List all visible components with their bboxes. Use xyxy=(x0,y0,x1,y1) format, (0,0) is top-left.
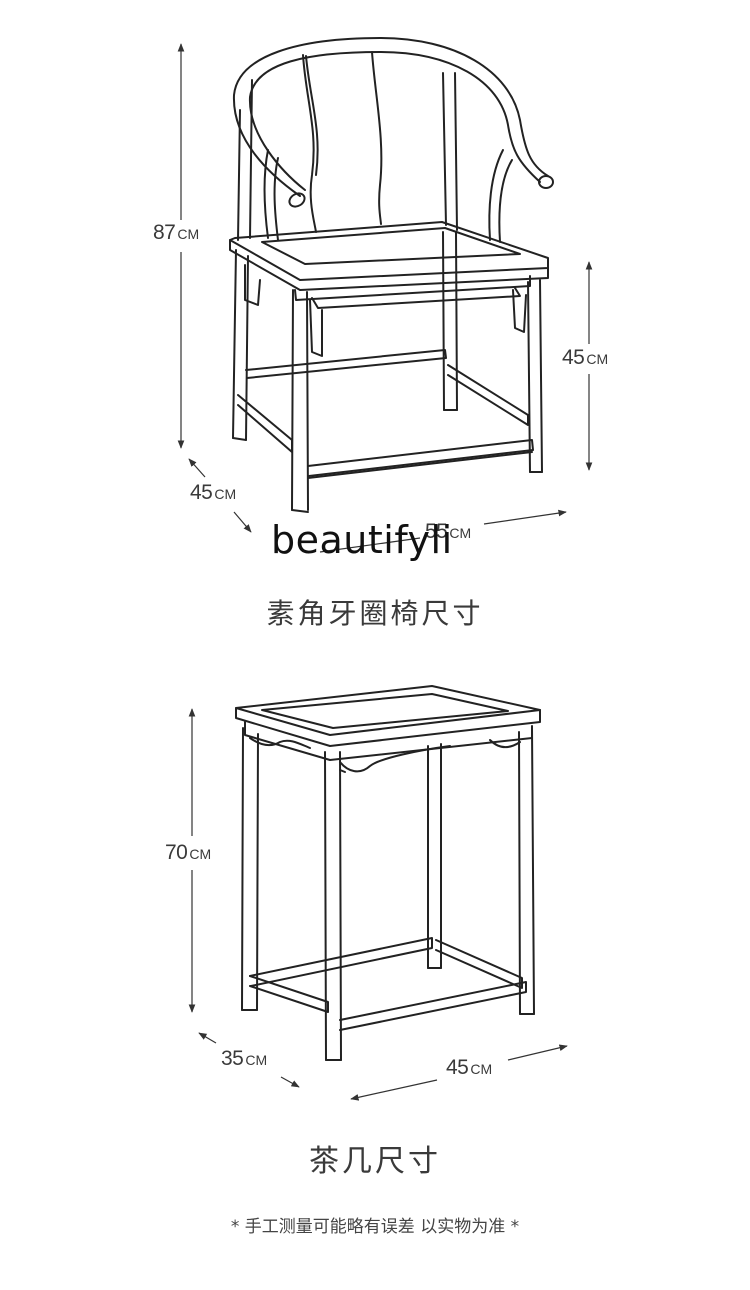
table-height-value: 70 xyxy=(165,841,188,864)
table-depth-value: 35 xyxy=(221,1047,244,1070)
table-dimension-arrows xyxy=(188,708,568,1101)
armchair-drawing xyxy=(229,37,554,513)
chair-seat-height-unit: CM xyxy=(586,351,609,367)
chair-depth-unit: CM xyxy=(214,486,237,502)
chair-height-value: 87 xyxy=(153,221,176,244)
table-height-unit: CM xyxy=(189,846,212,862)
chair-width-value: 55 xyxy=(425,520,448,543)
watermark-text: beautifyli xyxy=(271,518,453,562)
chair-width-unit: CM xyxy=(449,525,472,541)
measurement-note: * 手工测量可能略有误差 以实物为准 * xyxy=(230,1217,520,1237)
chair-caption: 素角牙圈椅尺寸 xyxy=(266,597,484,630)
table-width-value: 45 xyxy=(446,1056,469,1079)
tea-table-drawing xyxy=(235,685,541,1061)
chair-height-unit: CM xyxy=(177,226,200,242)
table-depth-unit: CM xyxy=(245,1052,268,1068)
chair-dimension-arrows xyxy=(177,43,593,553)
table-width-unit: CM xyxy=(470,1061,493,1077)
tea-table-caption: 茶几尺寸 xyxy=(309,1144,441,1179)
chair-depth-value: 45 xyxy=(190,481,213,504)
chair-seat-height-value: 45 xyxy=(562,346,585,369)
